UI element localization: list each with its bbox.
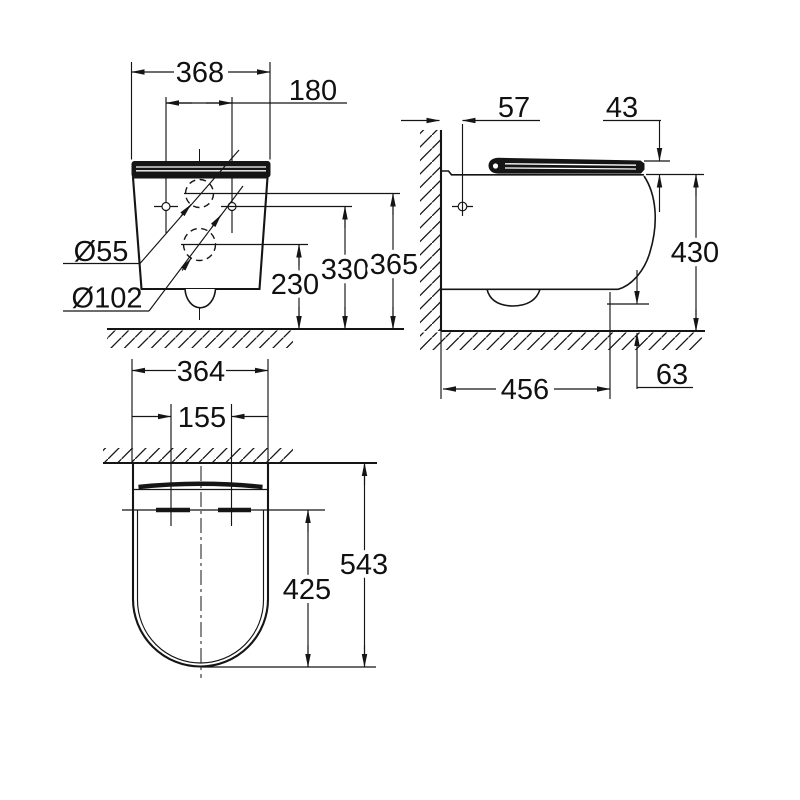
wall-hatch [420,130,441,331]
side-view: 57 43 430 63 [401,92,723,406]
plan-view: 364 155 425 543 [103,356,392,678]
dim-label-330: 330 [321,254,369,286]
bowl-underside-arc [486,289,541,307]
dim-label-365: 365 [370,249,418,281]
dim-label-368: 368 [176,57,224,89]
side-ground-hatch [420,332,702,350]
dim-label-364: 364 [177,356,225,388]
dim-front-supply-height: 365 [366,193,422,330]
side-profile [441,157,657,307]
ceramic-top-edge [441,170,644,176]
dim-side-depth: 456 [442,292,611,406]
front-view: 368 180 Ø55 Ø102 230 [63,57,422,348]
dim-front-supply-diameter: Ø55 [63,149,240,268]
dim-label-180: 180 [289,75,337,107]
dim-plan-hole-spacing: 155 [132,402,268,526]
front-ground-hatch [107,330,293,348]
seat-lid-profile [488,157,645,174]
mounting-hole-left [161,201,171,212]
dim-front-hole-height: 330 [317,206,373,330]
hinge-dot [492,163,499,169]
plan-outline [122,463,325,668]
dim-front-overall-width: 368 [130,57,271,160]
dim-label-43: 43 [606,92,638,124]
dim-front-outlet-height: 230 [267,244,323,330]
dim-side-seat-thickness: 43 [603,92,704,212]
dim-label-543: 543 [340,549,388,581]
dim-side-wall-to-hole: 57 [401,92,540,216]
lid-back-edge [138,481,263,490]
dim-side-bottom-clearance: 63 [607,270,693,391]
dim-label-230: 230 [271,269,319,301]
front-seat [131,161,271,178]
dim-label-155: 155 [178,402,226,434]
dim-label-d55: Ø55 [74,236,129,268]
dim-label-d102: Ø102 [72,283,143,315]
dim-label-63: 63 [656,359,688,391]
dim-plan-bowl-depth: 425 [279,509,335,668]
front-curve [617,175,657,291]
dim-plan-overall-width: 364 [131,356,269,462]
dim-label-57: 57 [498,92,530,124]
dim-plan-overall-depth: 543 [336,462,392,668]
dim-label-456: 456 [501,374,549,406]
dim-label-425: 425 [283,574,331,606]
dim-side-overall-height: 430 [667,174,723,332]
plan-wall-hatch [103,448,293,463]
drain-outlet-curve [184,288,217,309]
dim-front-outlet-diameter: Ø102 [63,185,244,315]
dim-label-430: 430 [671,237,719,269]
dim-front-hole-spacing: 180 [165,75,347,107]
